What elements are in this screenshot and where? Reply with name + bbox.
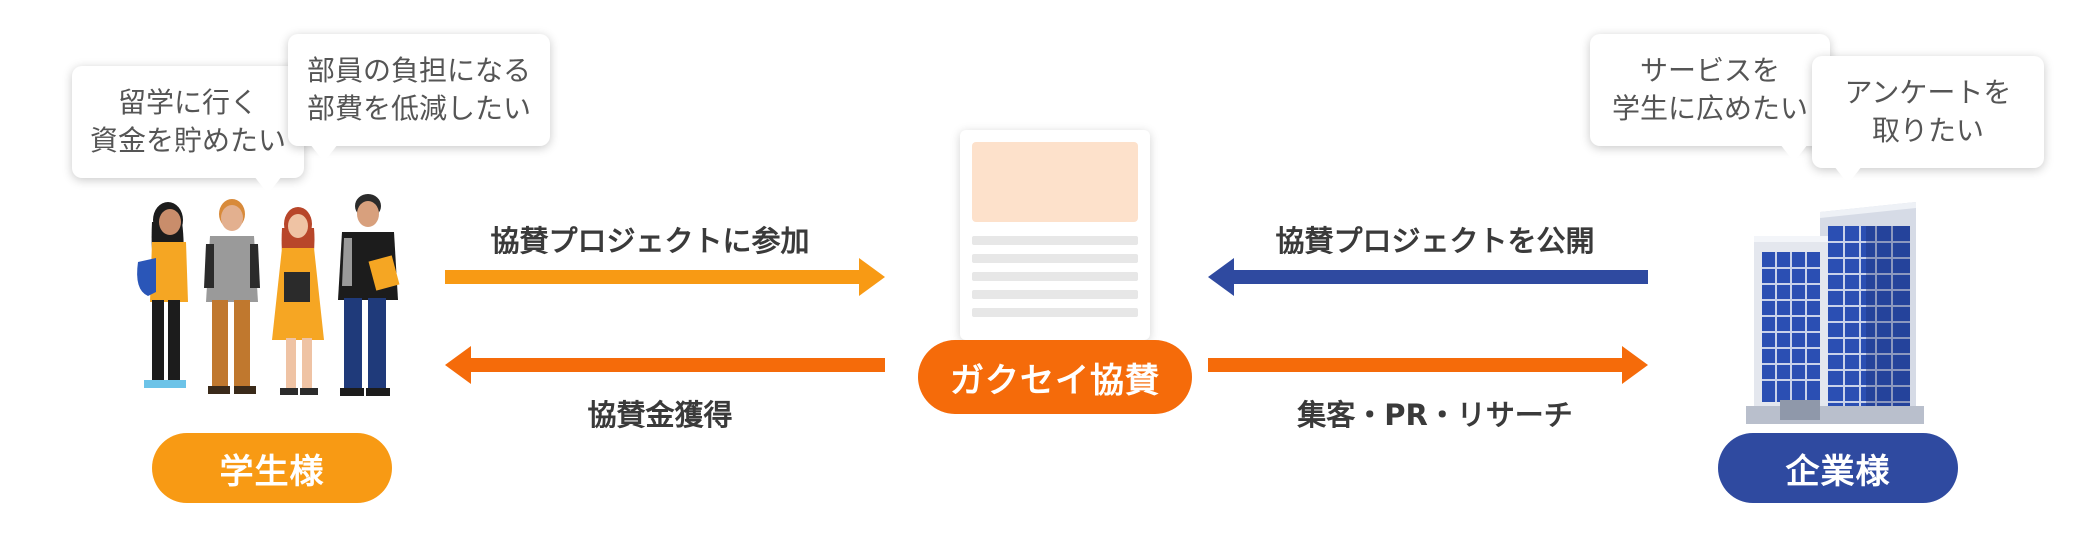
- student-bubble-2-text: 部員の負担になる 部費を低減したい: [306, 54, 531, 125]
- center-pill-label: ガクセイ協賛: [950, 360, 1160, 401]
- student-figure-3: [272, 207, 324, 395]
- flow-label-student-to-center: 協賛プロジェクトに参加: [490, 224, 810, 258]
- flow-label-company-to-center: 協賛プロジェクトを公開: [1275, 224, 1595, 258]
- student-figure-1: [137, 202, 188, 388]
- arrow-student-to-center: [445, 258, 885, 296]
- document-icon: [960, 130, 1150, 340]
- document-line: [972, 236, 1138, 245]
- students-group-illustration: [137, 194, 400, 396]
- center-pill: ガクセイ協賛: [918, 340, 1192, 414]
- student-bubble-1: 留学に行く 資金を貯めたい: [72, 66, 304, 194]
- document-line: [972, 308, 1138, 317]
- arrow-center-to-company: [1208, 346, 1648, 384]
- company-bubble-2-text: アンケートを 取りたい: [1844, 76, 2012, 147]
- document-line: [972, 290, 1138, 299]
- document-line: [972, 254, 1138, 263]
- document-line: [972, 272, 1138, 281]
- document-hero-block: [972, 142, 1138, 222]
- arrow-center-to-student: [445, 346, 885, 384]
- flow-label-center-to-student: 協賛金獲得: [587, 398, 733, 432]
- student-bubble-2: 部員の負担になる 部費を低減したい: [288, 34, 550, 162]
- students-pill: 学生様: [152, 433, 392, 503]
- student-figure-4: [338, 194, 400, 396]
- companies-pill: 企業様: [1718, 433, 1958, 503]
- company-bubble-1-text: サービスを 学生に広めたい: [1611, 54, 1808, 125]
- flow-label-center-to-company: 集客・PR・リサーチ: [1297, 398, 1573, 432]
- students-pill-label: 学生様: [219, 451, 325, 492]
- office-building-illustration: [1746, 202, 1924, 424]
- company-bubble-2: アンケートを 取りたい: [1812, 56, 2044, 184]
- companies-pill-label: 企業様: [1785, 451, 1891, 492]
- arrow-company-to-center: [1208, 258, 1648, 296]
- student-bubble-1-text: 留学に行く 資金を貯めたい: [89, 86, 286, 157]
- company-bubble-1: サービスを 学生に広めたい: [1590, 34, 1830, 162]
- student-figure-2: [204, 199, 260, 394]
